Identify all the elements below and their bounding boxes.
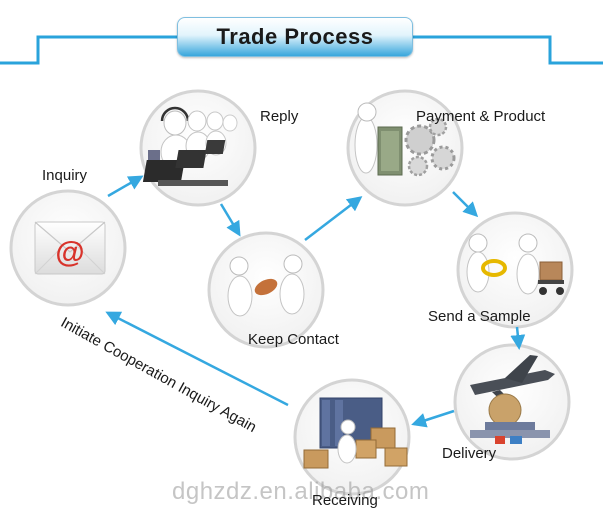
step-label-inquiry: Inquiry <box>42 167 88 184</box>
step-label-delivery: Delivery <box>442 445 497 462</box>
reply-circle <box>139 89 257 207</box>
svg-text:@: @ <box>55 236 84 269</box>
step-label-payment-product: Payment & Product <box>416 108 546 125</box>
handshake-figures-icon <box>227 254 305 317</box>
parcel-figures-icon <box>466 233 564 295</box>
header-frame-right <box>413 35 603 65</box>
flow-arrows <box>105 175 526 428</box>
page-title: Trade Process <box>177 17 413 57</box>
step-label-send-sample: Send a Sample <box>428 308 531 325</box>
step-label-keep-contact: Keep Contact <box>248 331 339 348</box>
delivery-circle <box>453 343 571 461</box>
arrow-inquiry-to-reply <box>107 175 144 198</box>
keep-contact-circle <box>207 231 325 349</box>
receiving-circle <box>293 378 411 496</box>
envelope-icon: @ <box>34 221 106 275</box>
airplane-globe-icon <box>470 355 555 444</box>
inquiry-circle: @ <box>9 189 127 307</box>
call-center-figures-icon <box>142 106 238 186</box>
arrow-payment-to-sample <box>452 191 479 218</box>
money-gears-icon <box>354 102 456 177</box>
step-label-receiving: Receiving <box>312 492 378 509</box>
header-frame-left <box>0 35 177 65</box>
warehouse-boxes-icon <box>303 397 408 469</box>
watermark: dghzdz.en.alibaba.com <box>172 478 430 505</box>
arrow-receiving-to-inquiry <box>105 311 289 407</box>
payment-product-circle <box>346 89 464 207</box>
send-sample-circle <box>456 211 574 329</box>
arrow-keep-contact-to-payment <box>304 196 363 241</box>
arrow-sample-to-delivery <box>510 326 526 350</box>
step-label-reply: Reply <box>260 108 299 125</box>
arrow-delivery-to-receiving <box>411 409 455 428</box>
arrow-reply-to-keep-contact <box>219 203 241 237</box>
